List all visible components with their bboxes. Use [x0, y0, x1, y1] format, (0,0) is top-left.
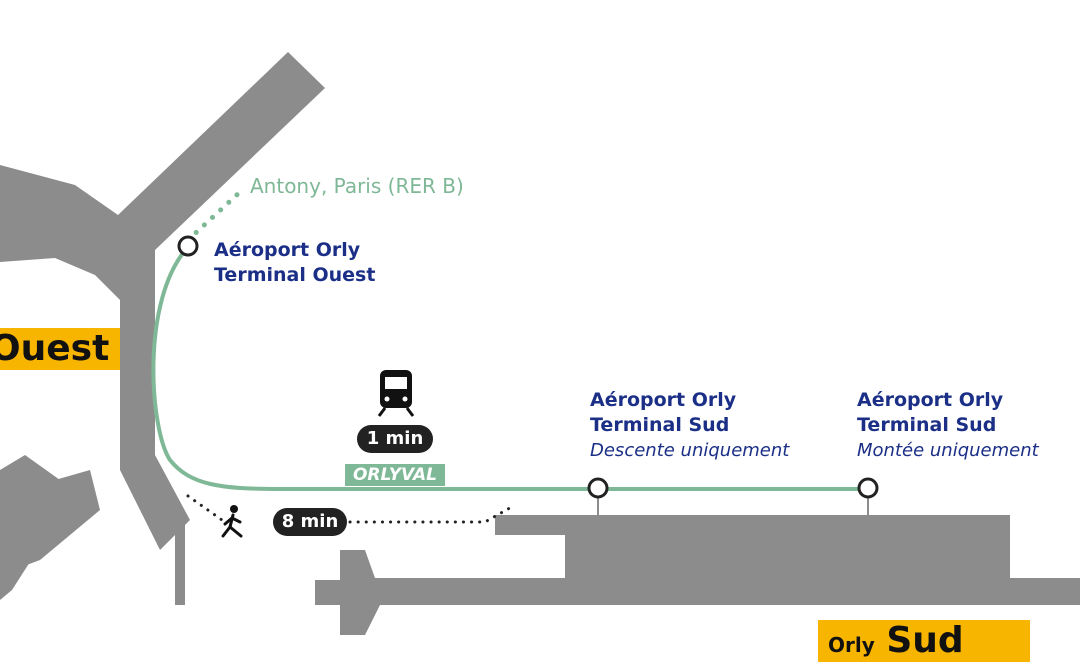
terminal-name: Sud — [886, 620, 964, 661]
station-terminal: Terminal Sud — [590, 414, 730, 436]
line-name-tag: ORLYVAL — [345, 464, 445, 486]
terminal-sud-building — [315, 515, 1080, 635]
orlyval-line — [151, 245, 868, 491]
station-note: Descente uniquement — [590, 440, 790, 461]
terminal-prefix: Orly — [828, 633, 875, 657]
terminal-sud-sign: Orly Sud — [818, 620, 1030, 662]
walking-path — [186, 494, 517, 524]
station-stems — [597, 496, 869, 515]
station-terminal: Terminal Ouest — [214, 264, 376, 286]
walk-duration-badge: 8 min — [273, 508, 347, 536]
station-name: Aéroport Orly — [590, 389, 737, 411]
terminal-name: Ouest — [0, 328, 110, 369]
station-label-ouest: Aéroport Orly Terminal Ouest — [214, 238, 375, 288]
station-name: Aéroport Orly — [857, 389, 1004, 411]
train-duration-badge: 1 min — [357, 425, 433, 453]
station-terminal: Terminal Sud — [857, 414, 997, 436]
pedestrian-icon — [221, 505, 243, 538]
rer-b-connection-dots — [185, 189, 243, 243]
train-icon — [377, 370, 415, 417]
terminal-ouest-building — [0, 52, 325, 605]
station-marker-sud-departure — [857, 477, 879, 499]
station-note: Montée uniquement — [857, 440, 1039, 461]
station-label-sud-arrival: Aéroport Orly Terminal Sud Descente uniq… — [590, 388, 789, 463]
terminal-ouest-sign: Ouest — [0, 328, 120, 370]
station-label-sud-departure: Aéroport Orly Terminal Sud Montée unique… — [857, 388, 1039, 463]
station-marker-ouest — [177, 235, 199, 257]
station-marker-sud-arrival — [587, 477, 609, 499]
station-name: Aéroport Orly — [214, 239, 361, 261]
rer-b-connection-label: Antony, Paris (RER B) — [250, 174, 464, 198]
